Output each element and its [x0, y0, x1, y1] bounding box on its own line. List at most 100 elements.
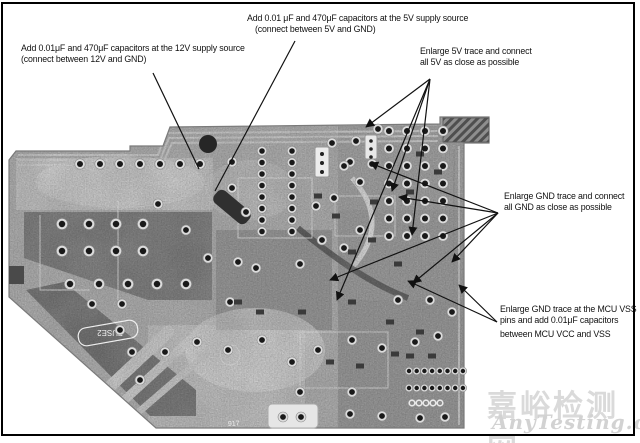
pad-hole [95, 280, 103, 288]
pad-hole [136, 160, 144, 168]
pad-hole [259, 228, 265, 235]
annotation-line: Enlarge 5V trace and connect [420, 46, 532, 56]
pad-hole [406, 368, 412, 374]
smd-component [368, 237, 376, 243]
pad-hole [403, 215, 411, 222]
annotation-gnd-trace: Enlarge GND trace and connect all GND as… [504, 191, 624, 213]
pad-hole [385, 232, 393, 240]
pad-hole [235, 259, 241, 265]
pad-hole [403, 180, 411, 187]
annotation-line: Add 0.01μF and 470μF capacitors at the 1… [21, 43, 245, 53]
pad-hole [89, 301, 95, 307]
smd-component [416, 151, 424, 157]
smd-component [370, 199, 378, 205]
annotation-line: all GND as close as possible [504, 202, 612, 212]
pad-hole [259, 205, 265, 212]
pad-hole [196, 160, 204, 168]
pad-hole [119, 301, 125, 307]
pad-hole [313, 203, 319, 209]
pad-hole [435, 333, 441, 339]
pad-hole [112, 220, 120, 228]
pad-hole [259, 148, 265, 154]
pad-hole [227, 299, 233, 305]
pad-hole [449, 309, 455, 315]
arrow-gnd [329, 212, 499, 282]
dark-component [213, 189, 251, 225]
pad-hole [85, 220, 93, 228]
pad-hole [229, 185, 235, 191]
pad-hole [162, 349, 168, 355]
annotation-line: between MCU VCC and VSS [500, 329, 611, 339]
pad-hole [385, 162, 393, 170]
via-ring [429, 399, 437, 407]
pad-hole [421, 162, 429, 170]
silkscreen-number-label: 917 [228, 420, 240, 428]
smd-component [391, 351, 399, 357]
edge-connector [442, 117, 490, 143]
pad-hole [76, 160, 84, 168]
smd-component [394, 261, 402, 267]
via-ring [415, 399, 423, 407]
annotation-line: all 5V as close as possible [420, 57, 520, 67]
leader-5v-cap [214, 40, 296, 192]
smd-component [428, 353, 436, 359]
pad-hole [289, 217, 295, 223]
pad-hole [452, 385, 458, 391]
pad-hole [403, 162, 411, 170]
smd-component [332, 213, 340, 219]
watermark-chinese: 嘉峪检测网 [487, 389, 619, 443]
pad-hole [297, 389, 303, 395]
pad-hole [414, 368, 419, 374]
pad-hole [422, 368, 427, 374]
fuse-outline [77, 319, 139, 347]
pad-hole [289, 228, 295, 235]
annotation-line: (connect between 12V and GND) [21, 54, 147, 64]
pad-hole [315, 347, 321, 353]
pad-hole [385, 127, 393, 135]
arrow-vss [458, 284, 498, 323]
pad-hole [155, 201, 161, 207]
pad-hole [421, 145, 429, 152]
annotation-mcu-vss: Enlarge GND trace at the MCU VSS pins an… [500, 304, 637, 340]
smd-component [348, 299, 356, 305]
via-ring [408, 399, 416, 407]
pad-hole [194, 339, 200, 345]
arrow-5v [408, 78, 431, 236]
component-outline [267, 403, 319, 429]
pad-hole [259, 194, 265, 200]
pad-hole [349, 389, 355, 395]
smd-component [406, 353, 414, 359]
pad-hole [331, 195, 337, 201]
pad-hole [289, 171, 295, 177]
annotation-trace-5v: Enlarge 5V trace and connect all 5V as c… [420, 46, 532, 68]
pad-hole [117, 327, 123, 333]
pad-hole [259, 217, 265, 223]
pad-hole [429, 385, 435, 391]
smd-component [386, 319, 394, 325]
pad-hole [297, 261, 303, 267]
pad-hole [183, 227, 189, 233]
arrow-vss [407, 280, 498, 323]
pad-hole [124, 280, 132, 288]
pad-hole [347, 411, 353, 417]
annotation-cap-5v: Add 0.01 μF and 470μF capacitors at the … [247, 13, 468, 35]
pcb-components: FUSE2 917 [9, 117, 490, 429]
pad-hole [289, 194, 295, 200]
pad-hole [437, 385, 443, 391]
annotation-line: Add 0.01 μF and 470μF capacitors at the … [247, 13, 469, 23]
pad-hole [66, 280, 74, 288]
via-ring [436, 399, 444, 407]
pad-hole [289, 182, 295, 189]
pad-hole [452, 368, 458, 374]
round-component [199, 135, 217, 153]
arrow-gnd [398, 193, 499, 214]
pad-hole [137, 377, 143, 383]
pad-hole [421, 215, 429, 222]
pad-hole [379, 413, 385, 419]
smd-component [314, 193, 322, 199]
pad-hole [280, 414, 286, 420]
pad-hole [353, 138, 359, 144]
pad-hole [439, 180, 447, 187]
pad-hole [412, 339, 418, 345]
